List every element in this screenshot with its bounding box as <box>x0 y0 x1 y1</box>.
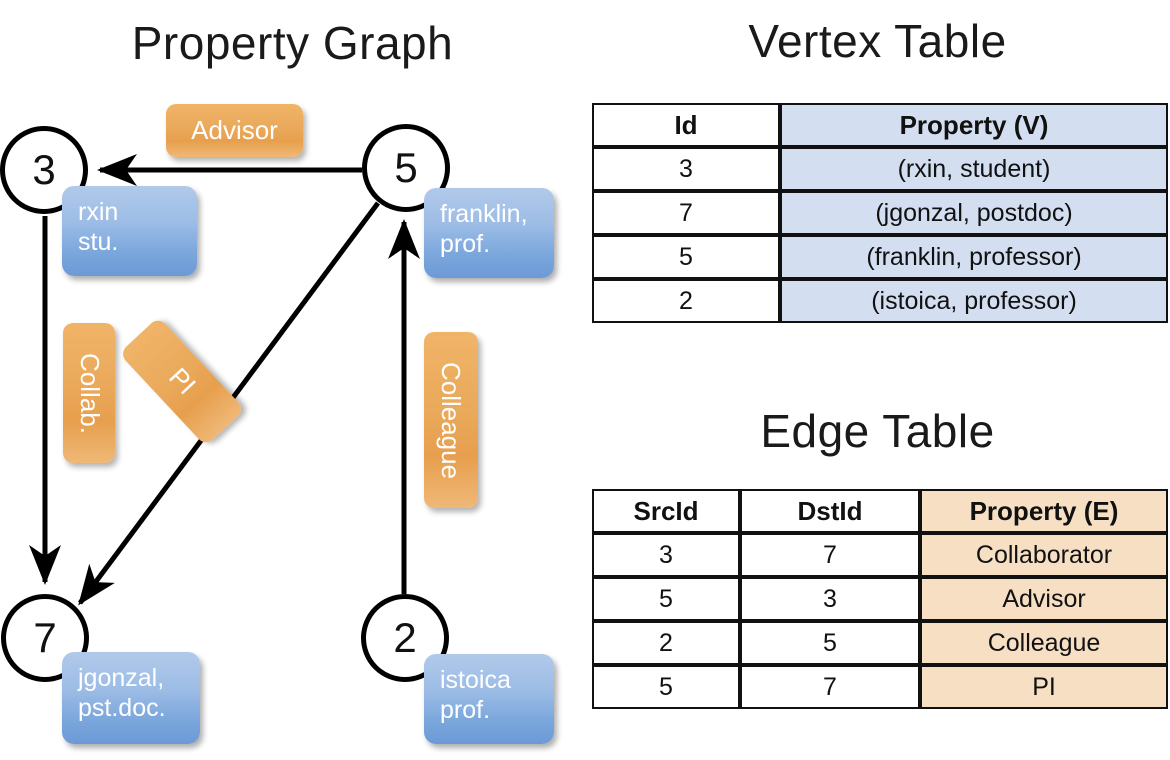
graph-node-3-property-line1: rxin <box>78 198 119 226</box>
edge-label-collab-text: Collab. <box>74 352 105 434</box>
edge-label-collab: Collab. <box>63 323 115 463</box>
edge-label-colleague-text: Colleague <box>436 361 467 479</box>
edge-row-0-src: 3 <box>592 533 740 577</box>
edge-row-2-property: Colleague <box>920 621 1168 665</box>
table-row[interactable]: 3 7 Collaborator <box>592 533 1168 577</box>
edge-label-pi-text: PI <box>163 361 202 401</box>
graph-node-2-property-line1: istoica <box>440 666 511 694</box>
vertex-row-2-id: 5 <box>592 235 780 279</box>
edge-row-0-property: Collaborator <box>920 533 1168 577</box>
graph-node-5-property-box: franklin, prof. <box>424 188 554 278</box>
table-row[interactable]: 5 (franklin, professor) <box>592 235 1168 279</box>
vertex-table: Id Property (V) 3 (rxin, student) 7 (jgo… <box>592 103 1168 323</box>
graph-node-3-property-box: rxin stu. <box>62 186 197 276</box>
graph-node-7-property-box: jgonzal, pst.doc. <box>62 652 200 744</box>
table-row[interactable]: 7 (jgonzal, postdoc) <box>592 191 1168 235</box>
vertex-row-1-id: 7 <box>592 191 780 235</box>
vertex-row-3-id: 2 <box>592 279 780 323</box>
vertex-row-2-property: (franklin, professor) <box>780 235 1168 279</box>
graph-node-5-label: 5 <box>394 144 418 191</box>
edge-table: SrcId DstId Property (E) 3 7 Collaborato… <box>592 489 1168 709</box>
graph-node-2-label: 2 <box>393 614 417 661</box>
edge-row-3-dst: 7 <box>740 665 920 709</box>
graph-node-3-property-line2: stu. <box>78 227 119 256</box>
vertex-row-3-property: (istoica, professor) <box>780 279 1168 323</box>
graph-node-5-property-line2: prof. <box>440 229 491 258</box>
vertex-table-header-property: Property (V) <box>780 103 1168 147</box>
page-title-property-graph: Property Graph <box>131 17 454 69</box>
table-row[interactable]: 2 (istoica, professor) <box>592 279 1168 323</box>
vertex-row-0-id: 3 <box>592 147 780 191</box>
vertex-row-1-property: (jgonzal, postdoc) <box>780 191 1168 235</box>
table-row[interactable]: 5 3 Advisor <box>592 577 1168 621</box>
vertex-table-header-row: Id Property (V) <box>592 103 1168 147</box>
table-row[interactable]: 2 5 Colleague <box>592 621 1168 665</box>
edge-row-2-dst: 5 <box>740 621 920 665</box>
edge-row-1-property: Advisor <box>920 577 1168 621</box>
page-title-vertex-table: Vertex Table <box>748 15 1007 67</box>
edge-row-3-property: PI <box>920 665 1168 709</box>
edge-table-header-row: SrcId DstId Property (E) <box>592 489 1168 533</box>
edge-row-1-dst: 3 <box>740 577 920 621</box>
graph-node-3-label: 3 <box>32 146 56 193</box>
graph-node-7-property-line1: jgonzal, <box>78 664 165 692</box>
edge-label-advisor: Advisor <box>166 104 303 157</box>
graph-node-5-property-line1: franklin, <box>440 200 528 228</box>
graph-node-7-property-line2: pst.doc. <box>78 693 166 722</box>
property-graph-canvas: 3 rxin stu. 5 franklin, prof. 7 jgonzal,… <box>0 104 554 744</box>
graph-node-2[interactable] <box>361 594 449 682</box>
edge-table-header-property: Property (E) <box>920 489 1168 533</box>
edge-row-1-src: 5 <box>592 577 740 621</box>
edge-row-3-src: 5 <box>592 665 740 709</box>
graph-node-2-property-box: istoica prof. <box>424 654 554 744</box>
edge-row-0-dst: 7 <box>740 533 920 577</box>
edge-table-header-dstid: DstId <box>740 489 920 533</box>
edge-table-header-srcid: SrcId <box>592 489 740 533</box>
table-row[interactable]: 5 7 PI <box>592 665 1168 709</box>
vertex-table-header-id: Id <box>592 103 780 147</box>
table-row[interactable]: 3 (rxin, student) <box>592 147 1168 191</box>
graph-node-7-label: 7 <box>33 614 57 661</box>
edge-row-2-src: 2 <box>592 621 740 665</box>
graph-node-2-property-line2: prof. <box>440 695 491 724</box>
page-title-edge-table: Edge Table <box>760 405 995 457</box>
edge-label-colleague: Colleague <box>424 332 478 508</box>
vertex-row-0-property: (rxin, student) <box>780 147 1168 191</box>
